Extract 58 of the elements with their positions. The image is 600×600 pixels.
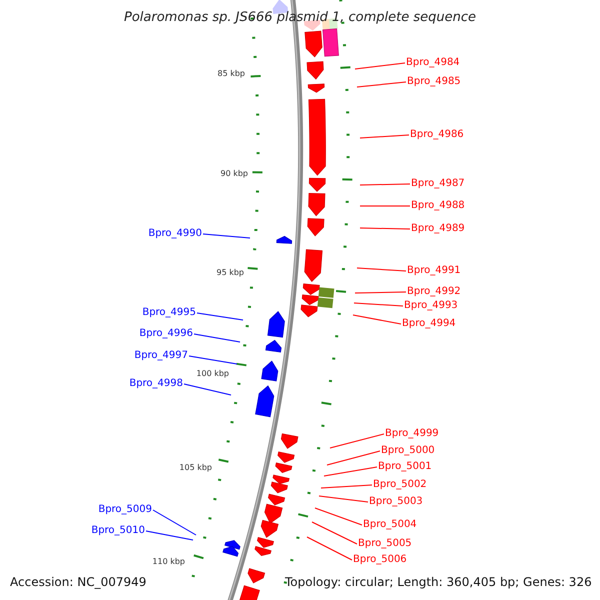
leader-line — [184, 384, 232, 396]
leader-line — [196, 312, 244, 320]
gene-label: Bpro_5010 — [91, 525, 145, 537]
leader-line — [354, 292, 406, 294]
gene-label: Bpro_4988 — [411, 200, 465, 212]
gene-label: Bpro_5002 — [373, 479, 427, 491]
gene-label: Bpro_4992 — [407, 286, 461, 298]
gene-label: Bpro_4985 — [407, 76, 461, 88]
leader-line — [188, 356, 238, 364]
leader-line — [318, 496, 368, 502]
leader-line — [152, 510, 196, 536]
leader-line — [324, 466, 378, 476]
scale-label: 110 kbp — [152, 557, 185, 567]
gene-label: Bpro_4987 — [411, 178, 465, 190]
map-title: Polaromonas sp. JS666 plasmid 1, complete sequence — [122, 10, 477, 25]
gene-label: Bpro_4984 — [406, 57, 460, 69]
gene-label: Bpro_5003 — [369, 496, 423, 508]
leader-line — [356, 268, 406, 272]
scale-label: 85 kbp — [217, 69, 245, 79]
sequence-summary-text: Topology: circular; Length: 360,405 bp; Genes: 326 — [285, 575, 592, 589]
gene-label: Bpro_4991 — [407, 265, 461, 277]
gene-label: Bpro_4998 — [129, 378, 183, 390]
leader-line — [202, 234, 250, 238]
gene-label: Bpro_5009 — [98, 504, 152, 516]
gene-label: Bpro_5001 — [378, 461, 432, 473]
leader-line — [352, 314, 402, 324]
gene-label: Bpro_4986 — [410, 129, 464, 141]
leader-line — [312, 522, 358, 544]
leader-line — [354, 302, 404, 306]
leader-line — [354, 62, 406, 70]
gene-label: Bpro_5005 — [358, 538, 412, 550]
leader-line — [146, 530, 194, 540]
gene-label: Bpro_4997 — [134, 350, 188, 362]
scale-label: 90 kbp — [220, 169, 248, 179]
leader-line — [326, 450, 380, 466]
leader-line — [356, 82, 406, 88]
leader-line — [360, 228, 410, 230]
gene-label: Bpro_4996 — [139, 328, 193, 340]
scale-label: 100 kbp — [196, 369, 229, 379]
leader-line — [360, 184, 410, 186]
gene-label: Bpro_5004 — [363, 519, 417, 531]
gene-label: Bpro_4993 — [404, 300, 458, 312]
leader-line — [360, 134, 410, 138]
leader-line — [314, 508, 362, 526]
gene-label: Bpro_4999 — [385, 428, 439, 440]
gene-label: Bpro_4995 — [142, 307, 196, 319]
scale-label: 105 kbp — [179, 463, 212, 473]
gene-label: Bpro_4994 — [402, 318, 456, 330]
leader-line — [306, 536, 352, 560]
accession-text: Accession: NC_007949 — [10, 575, 146, 589]
leader-line — [194, 334, 240, 342]
gene-label: Bpro_5006 — [353, 554, 407, 566]
gene-label: Bpro_5000 — [381, 445, 435, 457]
gene-label: Bpro_4990 — [148, 228, 202, 240]
leader-line — [320, 484, 372, 488]
scale-label: 95 kbp — [216, 268, 244, 278]
leader-line — [330, 434, 384, 448]
gene-label: Bpro_4989 — [411, 223, 465, 235]
